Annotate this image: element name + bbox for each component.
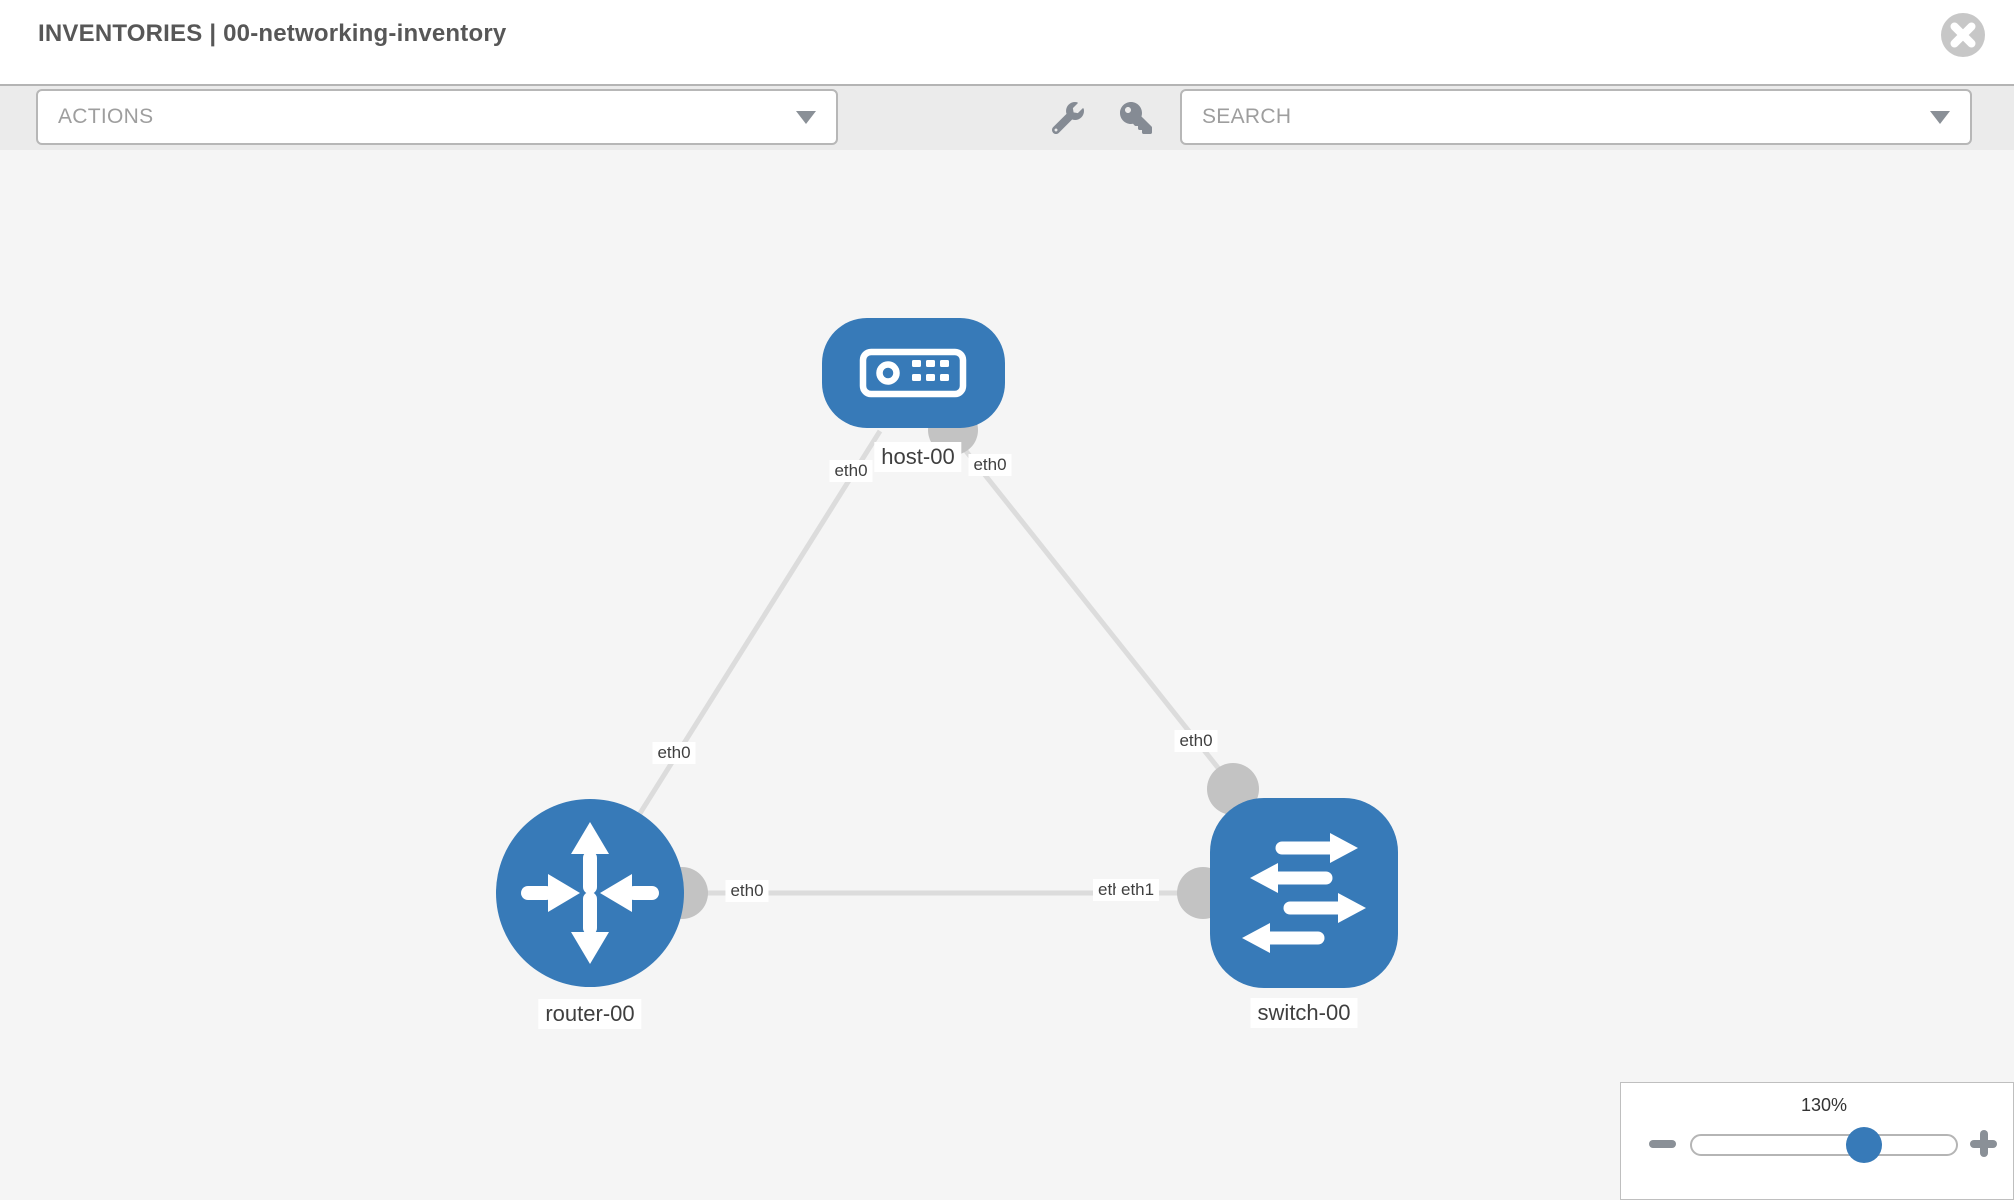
node-label-switch: switch-00: [1250, 998, 1358, 1028]
header: INVENTORIES | 00-networking-inventory: [0, 0, 2014, 84]
interface-label-switch-eth1: eth1: [1116, 879, 1160, 901]
chevron-down-icon: [796, 110, 816, 124]
node-host-00[interactable]: [822, 318, 1005, 428]
node-label-host: host-00: [874, 442, 962, 472]
node-switch-00[interactable]: [1210, 798, 1398, 988]
actions-dropdown-label: ACTIONS: [58, 105, 154, 128]
host-icon: [859, 348, 967, 398]
zoom-out-button[interactable]: [1649, 1140, 1676, 1148]
interface-label-host-eth0-right: eth0: [968, 454, 1012, 476]
node-label-router: router-00: [538, 999, 642, 1029]
actions-dropdown[interactable]: ACTIONS: [36, 89, 838, 145]
toolbar: ACTIONS SEARCH: [0, 84, 2014, 152]
switch-icon: [1242, 833, 1366, 953]
credentials-button[interactable]: [1120, 102, 1152, 134]
topology-canvas[interactable]: host-00 router-00 switch-00 eth0 eth0 et…: [0, 150, 2014, 1200]
zoom-in-button[interactable]: [1970, 1130, 1997, 1157]
search-dropdown-label: SEARCH: [1202, 105, 1292, 128]
wrench-icon: [1051, 102, 1084, 135]
chevron-down-icon: [1930, 110, 1950, 124]
interface-label-router-eth0: eth0: [725, 880, 769, 902]
node-router-00[interactable]: [496, 799, 684, 987]
close-button[interactable]: [1940, 12, 1986, 58]
zoom-panel: 130%: [1620, 1082, 2014, 1200]
page-title: INVENTORIES | 00-networking-inventory: [38, 20, 507, 47]
interface-label-host-eth0-left: eth0: [829, 460, 873, 482]
close-icon: [1941, 13, 1985, 57]
zoom-slider-track[interactable]: [1690, 1134, 1958, 1156]
zoom-level-value: 130%: [1800, 1095, 1848, 1115]
interface-label-router-eth0-up: eth0: [652, 742, 696, 764]
plus-icon: [1980, 1130, 1988, 1157]
zoom-slider-handle[interactable]: [1846, 1127, 1882, 1163]
links: [587, 429, 1252, 896]
configure-tools-button[interactable]: [1051, 102, 1084, 135]
router-icon: [521, 822, 659, 964]
search-dropdown[interactable]: SEARCH: [1180, 89, 1972, 145]
key-icon: [1120, 102, 1152, 134]
interface-ports: [656, 405, 1259, 919]
interface-label-switch-eth0-up: eth0: [1174, 730, 1218, 752]
